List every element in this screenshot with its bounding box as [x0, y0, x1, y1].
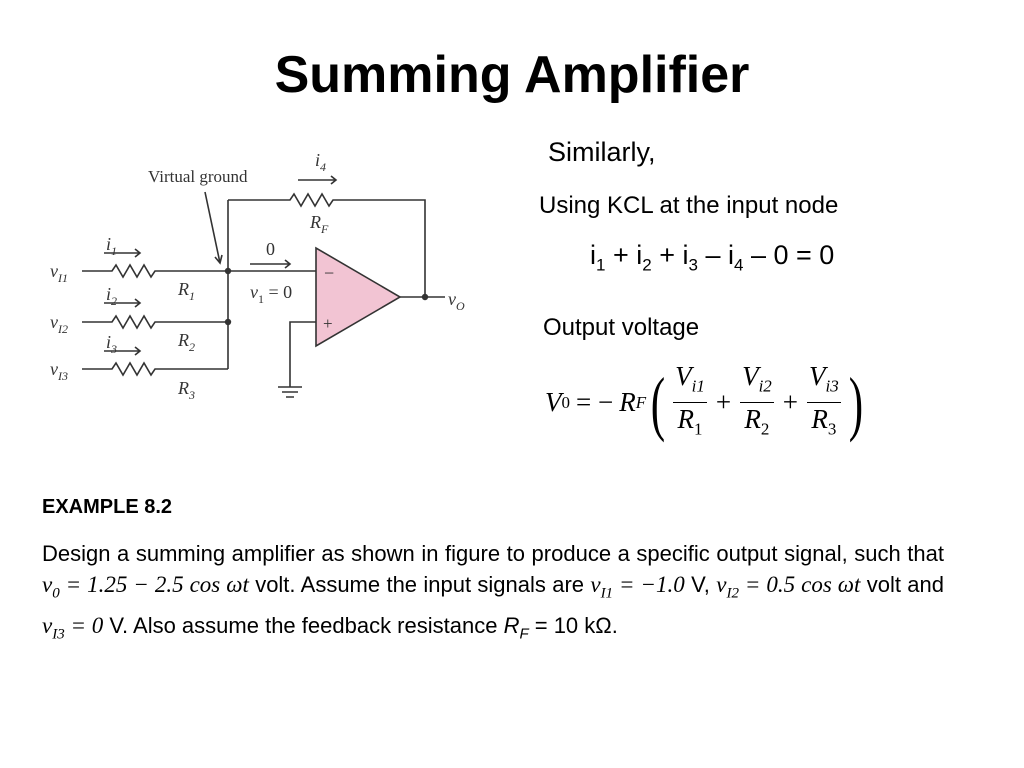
svg-text:i1: i1	[106, 234, 117, 258]
plus-terminal: +	[323, 314, 333, 333]
summing-amplifier-circuit: Virtual ground i4 RF 0 v1 = 0 − + vO vI1…	[50, 150, 465, 402]
svg-text:v1 = 0: v1 = 0	[250, 282, 292, 306]
similarly-text: Similarly,	[548, 137, 656, 167]
svg-text:vI1: vI1	[50, 261, 68, 285]
example-heading: EXAMPLE 8.2	[42, 496, 173, 518]
zero-current-label: 0	[266, 239, 275, 259]
kcl-equation: i1 + i2 + i3 – i4 – 0 = 0	[590, 240, 835, 275]
output-voltage-label: Output voltage	[543, 314, 700, 341]
svg-text:R3: R3	[177, 378, 195, 402]
ground-symbol	[278, 386, 302, 398]
svg-text:i4: i4	[315, 150, 326, 174]
svg-text:i2: i2	[106, 284, 117, 308]
svg-text:vI3: vI3	[50, 359, 68, 383]
feedback-resistor	[228, 192, 426, 297]
svg-text:R2: R2	[177, 330, 195, 354]
noninverting-ground-wire	[289, 321, 316, 387]
example-body: Design a summing amplifier as shown in f…	[42, 541, 944, 643]
minus-terminal: −	[324, 263, 334, 283]
svg-text:R1: R1	[177, 279, 195, 303]
op-amp-triangle	[315, 246, 402, 348]
virtual-ground-pointer	[204, 191, 223, 265]
svg-text:RF: RF	[309, 212, 329, 236]
input-wire-2	[82, 314, 228, 330]
input-wire-1	[82, 263, 228, 279]
virtual-ground-label: Virtual ground	[148, 167, 248, 186]
svg-text:vO: vO	[448, 289, 465, 313]
slide-title: Summing Amplifier	[274, 46, 750, 104]
kcl-intro-text: Using KCL at the input node	[539, 192, 839, 219]
svg-text:vI2: vI2	[50, 312, 68, 336]
input-wire-3	[82, 361, 228, 377]
svg-text:i3: i3	[106, 332, 117, 356]
